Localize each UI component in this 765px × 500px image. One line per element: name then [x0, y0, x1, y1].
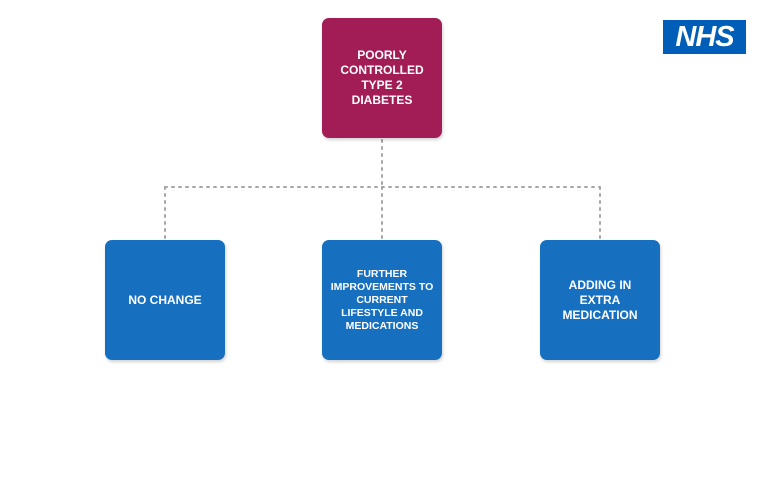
root-node-poorly-controlled-diabetes: POORLY CONTROLLED TYPE 2 DIABETES: [322, 18, 442, 138]
nhs-logo: NHS: [663, 20, 746, 54]
child-node-adding-medication: ADDING IN EXTRA MEDICATION: [540, 240, 660, 360]
child-node-label: NO CHANGE: [128, 292, 202, 307]
root-node-label: POORLY CONTROLLED TYPE 2 DIABETES: [340, 48, 424, 107]
nhs-logo-text: NHS: [675, 21, 734, 53]
child-node-label: ADDING IN EXTRA MEDICATION: [562, 277, 638, 322]
child-node-label: FURTHER IMPROVEMENTS TO CURRENT LIFESTYL…: [330, 267, 434, 332]
child-node-no-change: NO CHANGE: [105, 240, 225, 360]
child-node-further-improvements: FURTHER IMPROVEMENTS TO CURRENT LIFESTYL…: [322, 240, 442, 360]
